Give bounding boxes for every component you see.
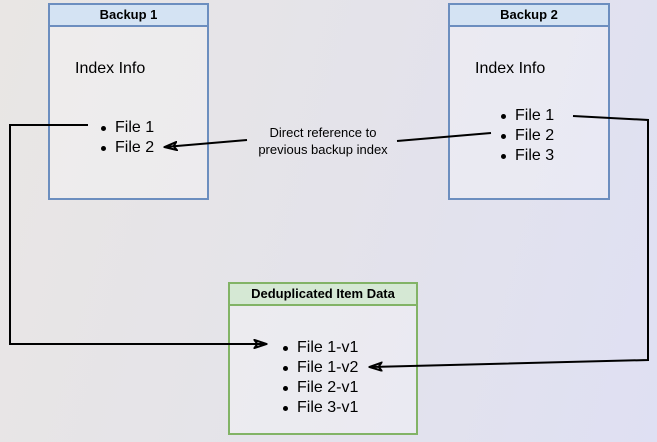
dedup-node: Deduplicated Item Data File 1-v1 File 1-… <box>228 282 418 435</box>
list-item: File 3-v1 <box>282 399 359 416</box>
list-item: File 1-v2 <box>282 359 359 376</box>
annotation-label: Direct reference to previous backup inde… <box>238 124 408 158</box>
backup2-file-list: File 1 File 2 File 3 <box>500 106 555 166</box>
dedup-file-list: File 1-v1 File 1-v2 File 2-v1 File 3-v1 <box>282 338 359 418</box>
list-item: File 2 <box>100 139 155 156</box>
backup2-header: Backup 2 <box>450 5 608 27</box>
list-item: File 3 <box>500 147 555 164</box>
list-item: File 2 <box>500 127 555 144</box>
backup2-node: Backup 2 Index Info File 1 File 2 File 3 <box>448 3 610 200</box>
dedup-header: Deduplicated Item Data <box>230 284 416 306</box>
backup1-file-list: File 1 File 2 <box>100 118 155 158</box>
list-item: File 1-v1 <box>282 339 359 356</box>
list-item: File 2-v1 <box>282 379 359 396</box>
backup1-header: Backup 1 <box>50 5 207 27</box>
list-item: File 1 <box>100 119 155 136</box>
annotation-line2: previous backup index <box>258 142 388 157</box>
list-item: File 1 <box>500 107 555 124</box>
backup2-subtitle: Index Info <box>475 60 546 77</box>
backup1-subtitle: Index Info <box>75 60 146 77</box>
backup1-node: Backup 1 Index Info File 1 File 2 <box>48 3 209 200</box>
annotation-line1: Direct reference to <box>269 125 377 140</box>
